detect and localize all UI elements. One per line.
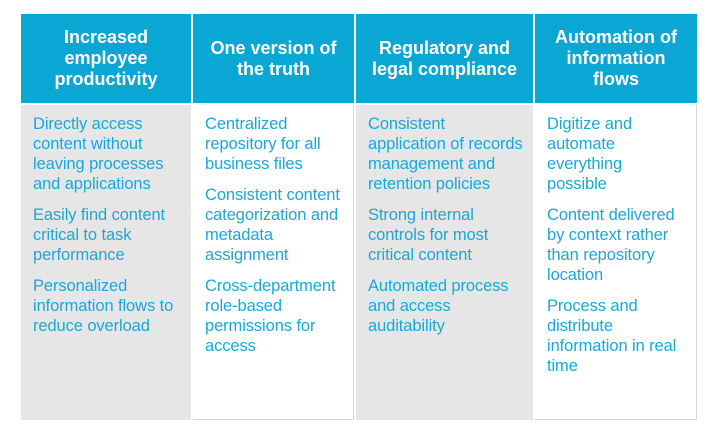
column-header: Automation of information flows	[535, 14, 697, 103]
list-item: Strong internal controls for most critic…	[368, 206, 489, 264]
list-item: Consistent content categorization and me…	[205, 186, 340, 264]
list-item: Personalized information flows to reduce…	[33, 277, 174, 335]
list-item: Centralized repository for all business …	[205, 115, 321, 173]
list-item: Digitize and automate everything possibl…	[547, 115, 633, 193]
column-header: Regulatory and legal compliance	[356, 14, 533, 103]
list-item: Process and distribute information in re…	[547, 297, 677, 375]
list-item: Consistent application of records manage…	[368, 115, 523, 193]
list-item: Content delivered by context rather than…	[547, 206, 675, 284]
column-body: Digitize and automate everything possibl…	[535, 105, 697, 420]
benefits-table: Increased employee productivity Directly…	[21, 14, 697, 420]
column-body: Directly access content without leaving …	[21, 105, 191, 420]
column-body: Consistent application of records manage…	[356, 105, 533, 420]
column-body: Centralized repository for all business …	[193, 105, 354, 420]
list-item: Automated process and access auditabilit…	[368, 277, 509, 335]
column-one-version-of-truth: One version of the truth Centralized rep…	[193, 14, 354, 420]
list-item: Cross-department role-based permissions …	[205, 277, 336, 355]
column-employee-productivity: Increased employee productivity Directly…	[21, 14, 191, 420]
list-item: Easily find content critical to task per…	[33, 206, 166, 264]
column-header: Increased employee productivity	[21, 14, 191, 103]
column-regulatory-compliance: Regulatory and legal compliance Consiste…	[356, 14, 533, 420]
list-item: Directly access content without leaving …	[33, 115, 164, 193]
column-automation-of-flows: Automation of information flows Digitize…	[535, 14, 697, 420]
column-header: One version of the truth	[193, 14, 354, 103]
